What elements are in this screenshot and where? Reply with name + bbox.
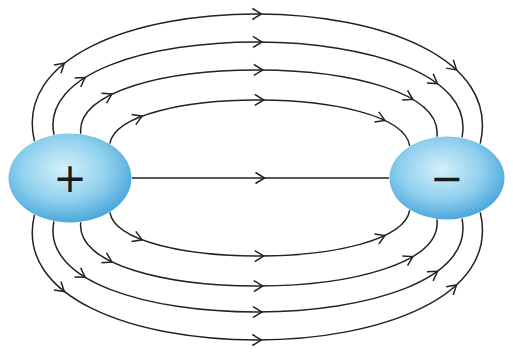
field-line-path	[81, 70, 438, 137]
charge-sphere: −	[389, 136, 505, 220]
arrowhead	[252, 8, 261, 19]
arrowhead	[254, 281, 263, 292]
field-line	[110, 94, 410, 145]
field-line-path	[132, 177, 389, 179]
field-line-path	[53, 42, 463, 137]
arrowhead	[75, 268, 86, 278]
field-line	[32, 212, 482, 345]
arrowhead	[446, 285, 456, 295]
arrowhead	[427, 271, 438, 281]
arrowhead	[253, 307, 262, 318]
sphere-fill	[9, 134, 132, 223]
arrowhead	[75, 77, 86, 87]
field-line-path	[32, 212, 482, 340]
field-line-path	[53, 219, 463, 312]
charge-sign: −	[430, 158, 464, 198]
field-line-path	[32, 14, 482, 144]
arrowhead	[132, 231, 142, 241]
arrowhead	[132, 115, 142, 125]
arrowhead	[54, 63, 64, 73]
arrowhead	[402, 90, 413, 100]
field-line-path	[81, 219, 438, 286]
charge-sign: +	[53, 158, 87, 198]
field-line	[32, 8, 482, 143]
field-line	[53, 219, 463, 318]
arrowhead	[101, 93, 112, 103]
field-line	[53, 36, 463, 137]
arrowhead	[427, 74, 438, 84]
arrowhead	[255, 94, 264, 105]
arrowhead	[252, 335, 261, 346]
arrowhead	[255, 251, 264, 262]
arrowhead	[254, 64, 263, 75]
charge-sphere: +	[8, 133, 132, 223]
arrowhead	[101, 253, 112, 263]
field-line	[81, 219, 438, 291]
field-line	[110, 210, 410, 261]
arrowhead	[374, 234, 384, 244]
arrowhead	[374, 112, 384, 122]
sphere-fill	[390, 137, 505, 220]
field-line-path	[110, 100, 410, 146]
arrowhead	[402, 256, 413, 266]
arrowhead	[256, 173, 265, 184]
field-line	[132, 173, 389, 184]
arrowhead	[253, 36, 262, 47]
arrowhead	[446, 60, 456, 70]
field-line-path	[110, 210, 410, 256]
arrowhead	[54, 281, 64, 291]
